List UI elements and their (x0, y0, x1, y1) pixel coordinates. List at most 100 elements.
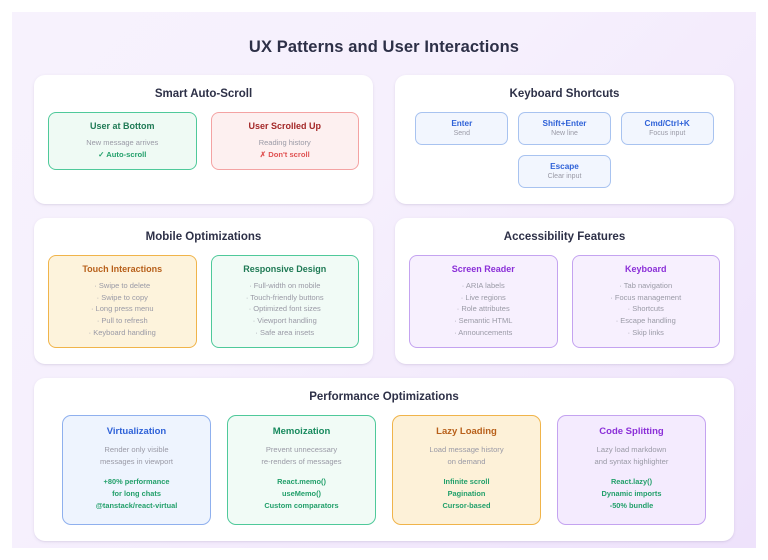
perf-card-lazy-loading[interactable]: Lazy Loading Load message history on dem… (392, 415, 541, 525)
perf-title-lazy-loading: Lazy Loading (436, 426, 497, 438)
key-combo-escape: Escape (550, 162, 579, 171)
perf-desc-line: Load message history (429, 445, 504, 455)
card-accessibility-features: Accessibility Features Screen Reader · A… (395, 218, 734, 365)
panel-user-at-bottom[interactable]: User at Bottom New message arrives ✓ Aut… (48, 112, 197, 171)
panel-line-user-scrolled-up: Reading history (258, 138, 311, 147)
mobile-optimization-panels: Touch Interactions · Swipe to delete · S… (48, 255, 359, 349)
card-performance-optimizations: Performance Optimizations Virtualization… (34, 378, 734, 541)
perf-metric: -50% bundle (609, 500, 654, 510)
panel-title-user-scrolled-up: User Scrolled Up (248, 121, 322, 131)
smart-auto-scroll-panels: User at Bottom New message arrives ✓ Aut… (48, 112, 359, 171)
perf-metric: @tanstack/react-virtual (95, 500, 178, 510)
perf-desc-line: on demand (447, 457, 486, 467)
key-desc-escape: Clear input (547, 173, 582, 180)
perf-metrics-virtualization: +80% performance for long chats @tanstac… (69, 476, 204, 512)
list-item: · Optimized font sizes (248, 304, 321, 314)
list-item: · Announcements (454, 327, 513, 337)
key-desc-cmd-ctrl-k: Focus input (649, 130, 686, 137)
perf-metric: React.lazy() (610, 476, 653, 486)
panel-screen-reader[interactable]: Screen Reader · ARIA labels · Live regio… (409, 255, 558, 349)
key-combo-enter: Enter (451, 119, 473, 128)
panel-line-user-at-bottom: New message arrives (86, 138, 159, 147)
list-item: · Swipe to delete (94, 281, 151, 290)
card-keyboard-shortcuts: Keyboard Shortcuts Enter Send Shift+Ente… (395, 75, 734, 204)
perf-title-code-splitting: Code Splitting (599, 426, 664, 438)
page-title: UX Patterns and User Interactions (248, 38, 520, 56)
key-combo-cmd-ctrl-k: Cmd/Ctrl+K (644, 119, 690, 128)
key-chip-cmd-ctrl-k[interactable]: Cmd/Ctrl+K Focus input (620, 112, 714, 145)
key-combo-shift-enter: Shift+Enter (542, 119, 587, 128)
perf-metric: React.memo() (277, 476, 326, 486)
list-item: · Safe area insets (255, 327, 315, 337)
list-item: · Full-width on mobile (249, 281, 321, 290)
card-row-3: Performance Optimizations Virtualization… (34, 378, 734, 541)
perf-metric: Pagination (447, 488, 486, 498)
perf-metric: Dynamic imports (601, 488, 662, 498)
perf-metric: +80% performance (103, 476, 170, 486)
card-row-1: Smart Auto-Scroll User at Bottom New mes… (34, 75, 734, 204)
perf-desc-line: re-renders of messages (261, 457, 342, 467)
perf-metrics-code-splitting: React.lazy() Dynamic imports -50% bundle (564, 476, 699, 512)
perf-card-code-splitting[interactable]: Code Splitting Lazy load markdown and sy… (557, 415, 706, 525)
panel-title-responsive-design: Responsive Design (243, 264, 327, 274)
panel-keyboard[interactable]: Keyboard · Tab navigation · Focus manage… (571, 255, 720, 349)
panel-user-scrolled-up[interactable]: User Scrolled Up Reading history ✗ Don't… (210, 112, 359, 171)
perf-desc-line: Render only visible (104, 445, 169, 455)
list-item: · Role attributes (456, 304, 510, 314)
panel-responsive-design[interactable]: Responsive Design · Full-width on mobile… (210, 255, 359, 349)
list-item: · Viewport handling (252, 315, 317, 325)
list-item: · Touch-friendly buttons (245, 292, 324, 302)
perf-desc-line: Prevent unnecessary (265, 445, 338, 455)
panel-touch-interactions[interactable]: Touch Interactions · Swipe to delete · S… (48, 255, 197, 349)
card-row-2: Mobile Optimizations Touch Interactions … (34, 218, 734, 365)
list-item: · Swipe to copy (96, 292, 148, 302)
keyboard-shortcut-list: Enter Send Shift+Enter New line Cmd/Ctrl… (409, 112, 720, 188)
page-surface: UX Patterns and User Interactions Smart … (12, 12, 756, 548)
card-title-smart-auto-scroll: Smart Auto-Scroll (154, 88, 253, 100)
list-item: · Tab navigation (619, 281, 673, 290)
perf-title-memoization: Memoization (272, 426, 331, 438)
perf-desc-line: Lazy load markdown (596, 445, 667, 455)
perf-metrics-memoization: React.memo() useMemo() Custom comparator… (234, 476, 369, 512)
panel-title-keyboard: Keyboard (624, 264, 667, 274)
list-item: · Escape handling (615, 315, 676, 325)
key-chip-enter[interactable]: Enter Send (415, 112, 509, 145)
panel-title-touch-interactions: Touch Interactions (82, 264, 163, 274)
card-title-keyboard-shortcuts: Keyboard Shortcuts (509, 88, 620, 100)
list-item: · Live regions (460, 292, 506, 302)
perf-title-virtualization: Virtualization (106, 426, 167, 438)
card-mobile-optimizations: Mobile Optimizations Touch Interactions … (34, 218, 373, 365)
perf-card-memoization[interactable]: Memoization Prevent unnecessary re-rende… (227, 415, 376, 525)
key-desc-shift-enter: New line (551, 130, 578, 137)
card-title-mobile-optimizations: Mobile Optimizations (145, 231, 262, 243)
list-item: · Semantic HTML (454, 315, 513, 325)
accessibility-panels: Screen Reader · ARIA labels · Live regio… (409, 255, 720, 349)
key-chip-escape[interactable]: Escape Clear input (518, 155, 611, 188)
perf-metric: useMemo() (281, 488, 321, 498)
card-title-accessibility-features: Accessibility Features (503, 231, 626, 243)
panel-accent-dont-scroll: ✗ Don't scroll (259, 149, 310, 159)
perf-desc-line: and syntax highlighter (594, 457, 669, 467)
list-item: · Shortcuts (627, 304, 664, 314)
list-item: · Keyboard handling (88, 327, 156, 337)
panel-accent-auto-scroll: ✓ Auto-scroll (98, 149, 147, 159)
list-item: · Focus management (610, 292, 682, 302)
key-chip-shift-enter[interactable]: Shift+Enter New line (518, 112, 611, 145)
list-item: · Skip links (627, 327, 664, 337)
key-desc-enter: Send (453, 130, 470, 137)
list-item: · Long press menu (90, 304, 154, 314)
perf-desc-line: messages in viewport (99, 457, 174, 467)
perf-card-virtualization[interactable]: Virtualization Render only visible messa… (62, 415, 211, 525)
perf-metric: Cursor-based (442, 500, 491, 510)
card-title-performance-optimizations: Performance Optimizations (309, 391, 459, 404)
card-smart-auto-scroll: Smart Auto-Scroll User at Bottom New mes… (34, 75, 373, 204)
performance-card-list: Virtualization Render only visible messa… (48, 415, 720, 525)
perf-metric: Custom comparators (264, 500, 339, 510)
list-item: · Pull to refresh (96, 315, 148, 325)
perf-metric: for long chats (112, 488, 161, 498)
panel-title-user-at-bottom: User at Bottom (89, 121, 155, 131)
perf-metric: Infinite scroll (443, 476, 490, 486)
panel-title-screen-reader: Screen Reader (451, 264, 515, 274)
perf-metrics-lazy-loading: Infinite scroll Pagination Cursor-based (399, 476, 534, 512)
list-item: · ARIA labels (461, 281, 505, 290)
